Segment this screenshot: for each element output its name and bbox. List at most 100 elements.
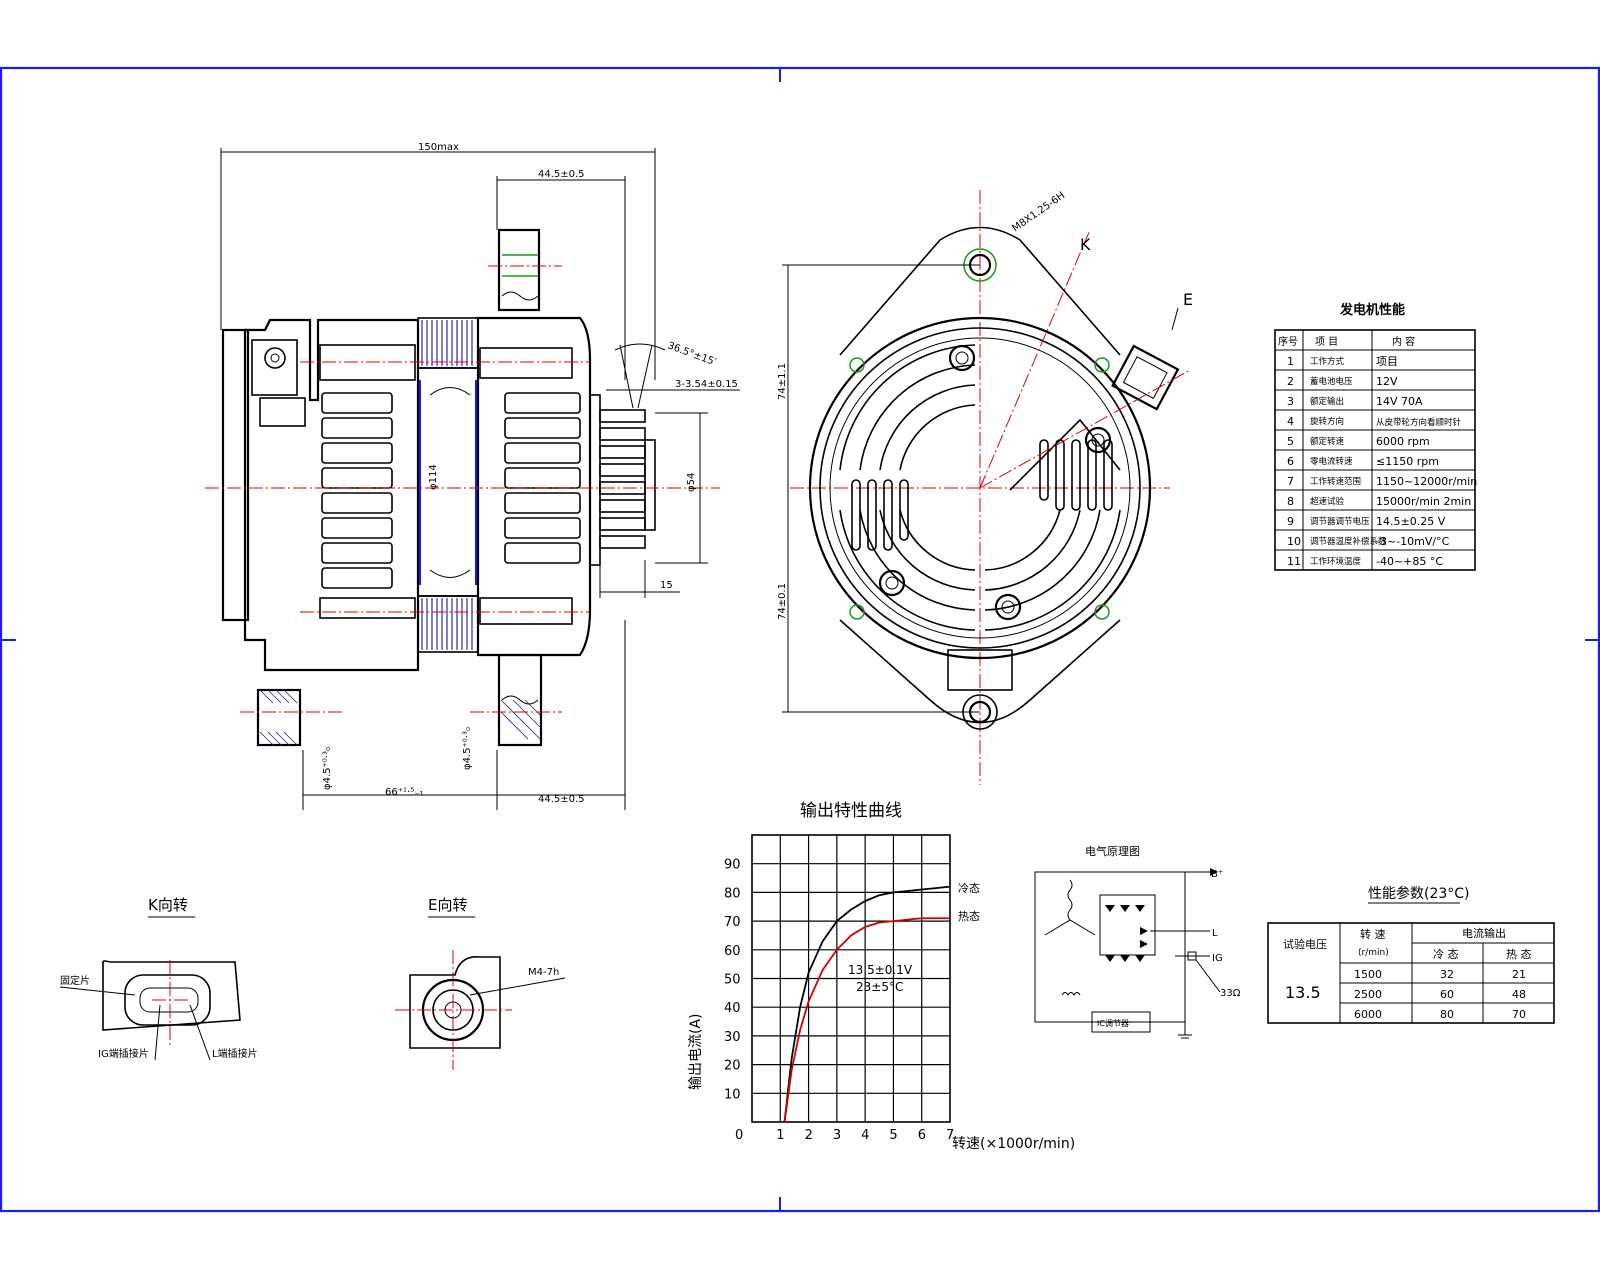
k-ig-terminal: IG端插接片 xyxy=(98,1047,149,1060)
k-l-terminal: L端插接片 xyxy=(212,1047,258,1060)
dim-66: 66⁺¹·⁵₋₁ xyxy=(385,787,424,798)
y-tick-label: 10 xyxy=(724,1087,741,1102)
circuit-title: 电气原理图 xyxy=(1085,844,1140,858)
perf-row-item: 工作方式 xyxy=(1310,356,1345,367)
sheet-border xyxy=(0,66,1600,1213)
chart-title: 输出特性曲线 xyxy=(800,801,902,821)
params-row-cold: 60 xyxy=(1440,988,1454,1001)
arrow-k: K xyxy=(1080,235,1091,254)
performance-table-title: 发电机性能 xyxy=(1339,302,1405,318)
perf-row-item: 额定转速 xyxy=(1310,436,1345,447)
params-h-cold: 冷 态 xyxy=(1433,948,1459,961)
perf-row-item: 调节器温度补偿系数 xyxy=(1310,536,1387,547)
perf-row-item: 额定输出 xyxy=(1310,396,1344,407)
perf-row-item: 工作环境温度 xyxy=(1310,556,1362,567)
series-hot-line xyxy=(783,917,950,1123)
chart-ylabel: 输出电流(A) xyxy=(688,1013,704,1090)
y-tick-label: 90 xyxy=(724,858,741,873)
legend-cold: 冷态 xyxy=(958,882,980,895)
y-tick-label: 80 xyxy=(724,886,741,901)
perf-row-no: 8 xyxy=(1287,495,1294,508)
y-tick-label: 20 xyxy=(724,1059,741,1074)
params-table-title: 性能参数(23°C) xyxy=(1368,885,1470,902)
perf-row-no: 2 xyxy=(1287,375,1294,388)
x-tick-label: 4 xyxy=(861,1128,869,1143)
dim-height-lower: 74±0.1 xyxy=(777,583,788,620)
perf-row-item: 调节器调节电压 xyxy=(1310,516,1370,527)
e-view-title: E向转 xyxy=(428,896,467,914)
perf-row-no: 11 xyxy=(1287,555,1301,568)
params-row-speed: 6000 xyxy=(1354,1008,1382,1021)
dim-thread: M8X1.25-6H xyxy=(1010,190,1067,234)
dim-phi54: φ54 xyxy=(686,473,697,492)
perf-row-no: 1 xyxy=(1287,355,1294,368)
params-row-speed: 1500 xyxy=(1354,968,1382,981)
dim-15: 15 xyxy=(660,580,673,591)
circuit-resistor: 33Ω xyxy=(1220,988,1241,999)
circuit-ig: IG xyxy=(1212,953,1223,964)
x-tick-label: 6 xyxy=(918,1128,926,1143)
params-table: 性能参数(23°C) 试验电压 转 速 (r/min) 电流输出 冷 态 热 态… xyxy=(1267,885,1555,1024)
k-view-title: K向转 xyxy=(148,896,188,914)
perf-row-content: 6000 rpm xyxy=(1376,435,1430,448)
params-voltage: 13.5 xyxy=(1285,983,1321,1002)
arrow-e: E xyxy=(1183,290,1193,309)
x-tick-label: 2 xyxy=(805,1128,813,1143)
side-view: 150max 44.5±0.5 xyxy=(205,142,740,810)
dim-44-top: 44.5±0.5 xyxy=(538,169,585,180)
dim-groove: 3-3.54±0.15 xyxy=(675,379,738,390)
x-tick-label: 7 xyxy=(946,1128,954,1143)
perf-row-content: 14V 70A xyxy=(1376,395,1423,408)
dim-150max: 150max xyxy=(418,142,459,153)
y-tick-label: 70 xyxy=(724,915,741,930)
params-row-cold: 80 xyxy=(1440,1008,1454,1021)
perf-row-no: 3 xyxy=(1287,395,1294,408)
screws xyxy=(878,344,1112,621)
dim-hole-left: φ4.5⁺⁰·³₀ xyxy=(322,747,333,790)
dim-44-bottom: 44.5±0.5 xyxy=(538,794,585,805)
y-tick-label: 60 xyxy=(724,944,741,959)
perf-row-content: -3~-10mV/°C xyxy=(1376,535,1450,548)
perf-row-no: 4 xyxy=(1287,415,1294,428)
params-row-hot: 21 xyxy=(1512,968,1526,981)
dim-phi114: φ114 xyxy=(428,464,439,490)
perf-row-content: 14.5±0.25 V xyxy=(1376,515,1446,528)
x-tick-label: 3 xyxy=(833,1128,841,1143)
perf-row-no: 5 xyxy=(1287,435,1294,448)
perf-row-no: 10 xyxy=(1287,535,1301,548)
perf-row-item: 蓄电池电压 xyxy=(1310,376,1353,387)
y-tick-label: 50 xyxy=(724,973,741,988)
dim-height-upper: 74±1.1 xyxy=(777,363,788,400)
perf-row-content: 项目 xyxy=(1376,355,1398,368)
perf-row-content: 1150~12000r/min xyxy=(1376,475,1477,488)
e-view: E向转 M4-7h xyxy=(395,896,566,1070)
params-h-speed-unit: (r/min) xyxy=(1358,948,1389,958)
perf-header-item: 项 目 xyxy=(1315,336,1338,348)
params-h-output: 电流输出 xyxy=(1462,926,1506,940)
params-row-hot: 70 xyxy=(1512,1008,1526,1021)
perf-header-content: 内 容 xyxy=(1392,335,1415,348)
perf-row-item: 超速试验 xyxy=(1310,496,1345,507)
params-row-speed: 2500 xyxy=(1354,988,1382,1001)
chart-annotation-1: 13.5±0.1V xyxy=(848,963,913,977)
chart-xlabel: 转速(×1000r/min) xyxy=(952,1136,1075,1152)
perf-row-content: 从皮带轮方向看顺时针 xyxy=(1376,417,1462,428)
e-m4: M4-7h xyxy=(528,967,559,978)
dim-hole-right: φ4.5⁺⁰·³₀ xyxy=(462,727,473,770)
y-tick-label: 30 xyxy=(724,1030,741,1045)
perf-row-no: 7 xyxy=(1287,475,1294,488)
perf-row-no: 9 xyxy=(1287,515,1294,528)
rear-view: K E M8X1.25-6H 74±1.1 74±0.1 xyxy=(777,190,1193,785)
x-tick-label: 0 xyxy=(735,1128,743,1143)
perf-row-no: 6 xyxy=(1287,455,1294,468)
legend-hot: 热态 xyxy=(958,910,980,923)
circuit-regulator: IC调节器 xyxy=(1097,1019,1129,1028)
perf-row-content: -40~+85 °C xyxy=(1376,555,1443,568)
perf-header-no: 序号 xyxy=(1278,335,1298,348)
chart-annotation-2: 23±5°C xyxy=(856,980,903,994)
x-tick-label: 5 xyxy=(889,1128,897,1143)
params-h-hot: 热 态 xyxy=(1506,948,1532,961)
params-h-voltage: 试验电压 xyxy=(1283,937,1327,951)
